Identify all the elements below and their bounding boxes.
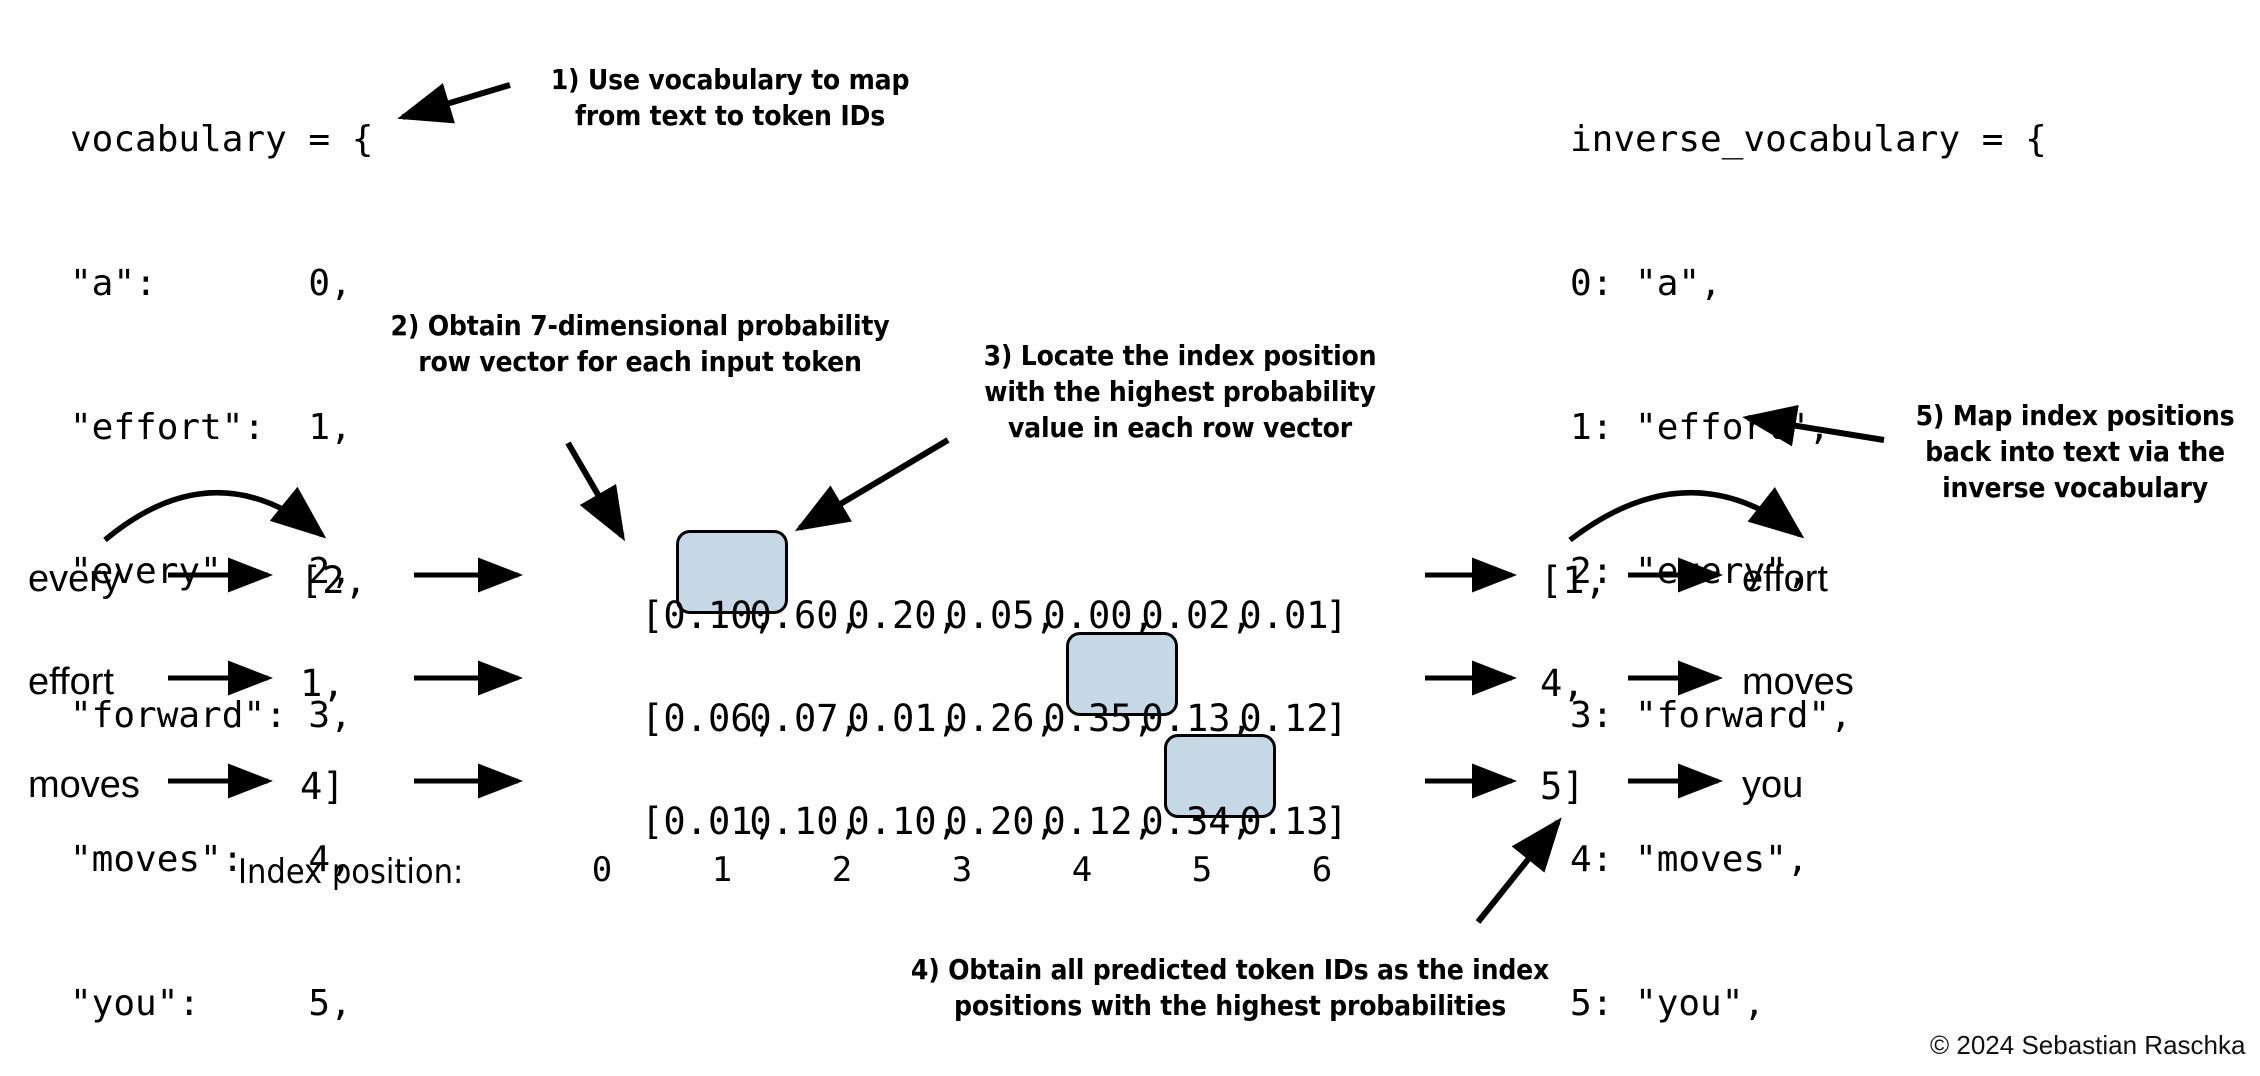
probability-row-0: [0.10,0.60,0.20,0.05,0.00,0.02,0.01] (552, 560, 1348, 671)
arrow-callout-2 (565, 441, 626, 542)
index-tick-4: 4 (1071, 850, 1093, 890)
index-tick-1: 1 (711, 850, 733, 890)
argmax-highlight-row-1 (1066, 632, 1178, 716)
output-token-2: you (1742, 764, 1804, 806)
row-2-close: ] (1325, 800, 1348, 843)
vocabulary-entry-4: "moves": 4, (70, 839, 352, 880)
row-0-value-1: 0.60, (749, 594, 861, 637)
row-1-value-2: 0.01, (847, 697, 959, 740)
row-1-value-5: 0.13, (1141, 697, 1253, 740)
argmax-highlight-row-0 (676, 530, 788, 614)
input-token-2: moves (28, 764, 140, 806)
input-token-id-1: 1, (300, 662, 345, 705)
input-token-0: every (28, 558, 121, 600)
row-1-value-4: 0.35, (1043, 697, 1155, 740)
row-2-value-2: 0.10, (847, 800, 959, 843)
arrow-callout-1 (397, 82, 511, 124)
row-0-close: ] (1325, 594, 1348, 637)
vocabulary-entry-3: "forward": 3, (70, 695, 352, 736)
vocabulary-entry-1: "effort": 1, (70, 407, 352, 448)
probability-row-1: [0.06,0.07,0.01,0.26,0.35,0.13,0.12] (552, 663, 1348, 774)
index-tick-0: 0 (591, 850, 613, 890)
vocabulary-entry-2: "every": 2, (70, 551, 352, 592)
row-0-value-4: 0.00, (1043, 594, 1155, 637)
row-0-open: [ (641, 594, 664, 637)
row-1-value-3: 0.26, (945, 697, 1057, 740)
output-token-1: moves (1742, 661, 1854, 703)
row-2-value-4: 0.12, (1043, 800, 1155, 843)
vocabulary-entry-0: "a": 0, (70, 263, 352, 304)
row-2-value-5: 0.34, (1141, 800, 1253, 843)
callout-step-4: 4) Obtain all predicted token IDs as the… (910, 953, 1550, 1022)
vocabulary-entry-5: "you": 5, (70, 983, 352, 1024)
inverse-vocabulary-title: inverse_vocabulary = { (1570, 119, 2047, 160)
row-2-value-6: 0.13 (1239, 800, 1329, 843)
vocabulary-code-block: vocabulary = { "a": 0, "effort": 1, "eve… (70, 20, 373, 1076)
row-1-value-6: 0.12 (1239, 697, 1329, 740)
arrow-callout-4 (1475, 817, 1562, 924)
row-0-value-6: 0.01 (1239, 594, 1329, 637)
row-0-value-5: 0.02, (1141, 594, 1253, 637)
row-0-value-3: 0.05, (945, 594, 1057, 637)
index-tick-2: 2 (831, 850, 853, 890)
callout-step-2: 2) Obtain 7-dimensional probability row … (390, 309, 890, 378)
row-0-value-0: 0.10, (663, 594, 775, 637)
row-1-open: [ (641, 697, 664, 740)
output-token-id-1: 4, (1540, 662, 1585, 705)
inverse-vocabulary-code-block: inverse_vocabulary = { 0: "a", 1: "effor… (1570, 20, 2047, 1076)
arrow-callout-3 (794, 437, 950, 532)
probability-row-2: [0.01,0.10,0.10,0.20,0.12,0.34,0.13] (552, 766, 1348, 877)
callout-step-1: 1) Use vocabulary to map from text to to… (550, 63, 910, 132)
inverse-vocabulary-entry-0: 0: "a", (1570, 263, 1722, 304)
inverse-vocabulary-entry-3: 3: "forward", (1570, 695, 1852, 736)
callout-step-5: 5) Map index positions back into text vi… (1915, 399, 2235, 504)
output-token-id-0: [1, (1540, 559, 1607, 602)
index-tick-3: 3 (951, 850, 973, 890)
copyright-notice: © 2024 Sebastian Raschka (1930, 1030, 2246, 1060)
inverse-vocabulary-entry-5: 5: "you", (1570, 983, 1766, 1024)
callout-step-3: 3) Locate the index position with the hi… (983, 339, 1377, 444)
index-position-label: Index position: (238, 852, 464, 892)
vocabulary-title: vocabulary = { (70, 119, 374, 160)
input-token-id-0: [2, (300, 559, 367, 602)
output-token-id-2: 5] (1540, 765, 1585, 808)
row-1-close: ] (1325, 697, 1348, 740)
row-2-open: [ (641, 800, 664, 843)
input-token-id-2: 4] (300, 765, 345, 808)
row-1-value-0: 0.06, (663, 697, 775, 740)
row-2-value-3: 0.20, (945, 800, 1057, 843)
index-tick-6: 6 (1311, 850, 1333, 890)
row-2-value-0: 0.01, (663, 800, 775, 843)
inverse-vocabulary-entry-4: 4: "moves", (1570, 839, 1809, 880)
output-token-0: effort (1742, 558, 1828, 600)
index-tick-5: 5 (1191, 850, 1213, 890)
row-2-value-1: 0.10, (749, 800, 861, 843)
row-0-value-2: 0.20, (847, 594, 959, 637)
input-token-1: effort (28, 661, 114, 703)
row-1-value-1: 0.07, (749, 697, 861, 740)
argmax-highlight-row-2 (1164, 734, 1276, 818)
